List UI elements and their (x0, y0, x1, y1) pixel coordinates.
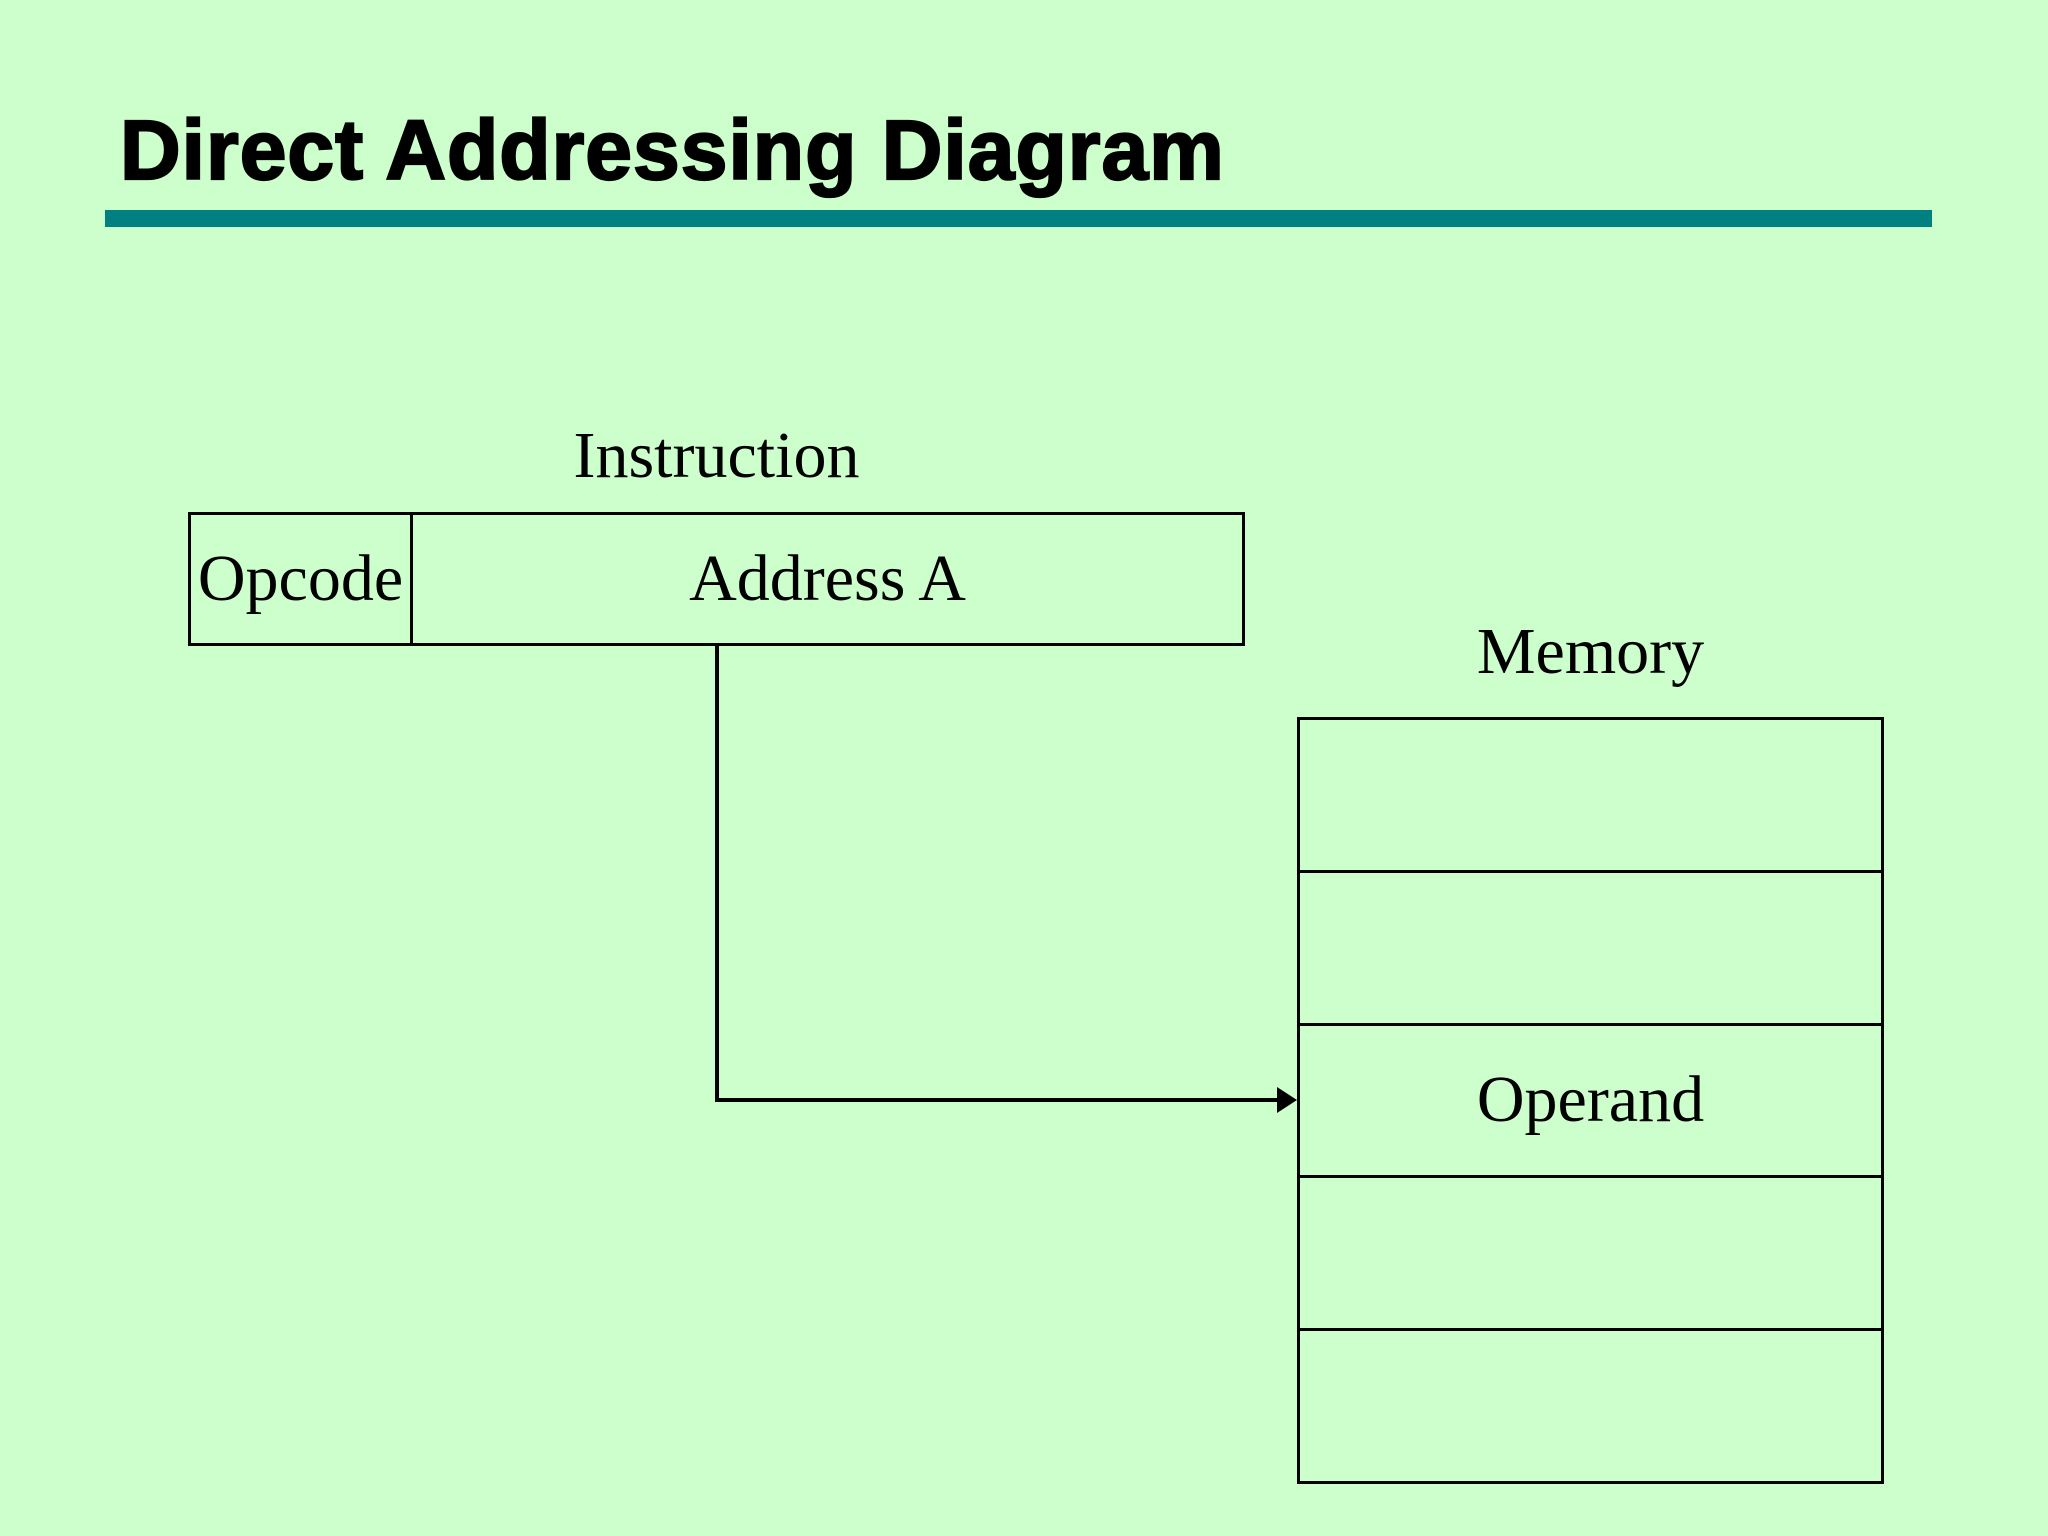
memory-row-5 (1300, 1331, 1881, 1481)
memory-caption: Memory (1476, 615, 1705, 688)
title-underline-rule (105, 210, 1932, 227)
memory-row-2 (1300, 873, 1881, 1026)
connector-horizontal-segment (715, 1098, 1280, 1102)
connector-vertical-segment (715, 646, 719, 1100)
memory-row-operand: Operand (1300, 1026, 1881, 1179)
memory-row-1 (1300, 720, 1881, 873)
instruction-box: Opcode Address A (188, 512, 1245, 646)
memory-row-4 (1300, 1178, 1881, 1332)
instruction-caption: Instruction (573, 419, 860, 492)
connector-arrowhead-icon (1277, 1087, 1297, 1113)
slide-title: Direct Addressing Diagram (119, 102, 1225, 197)
memory-table: Operand (1297, 717, 1884, 1484)
address-field-cell: Address A (689, 542, 966, 615)
opcode-cell: Opcode (191, 515, 413, 643)
